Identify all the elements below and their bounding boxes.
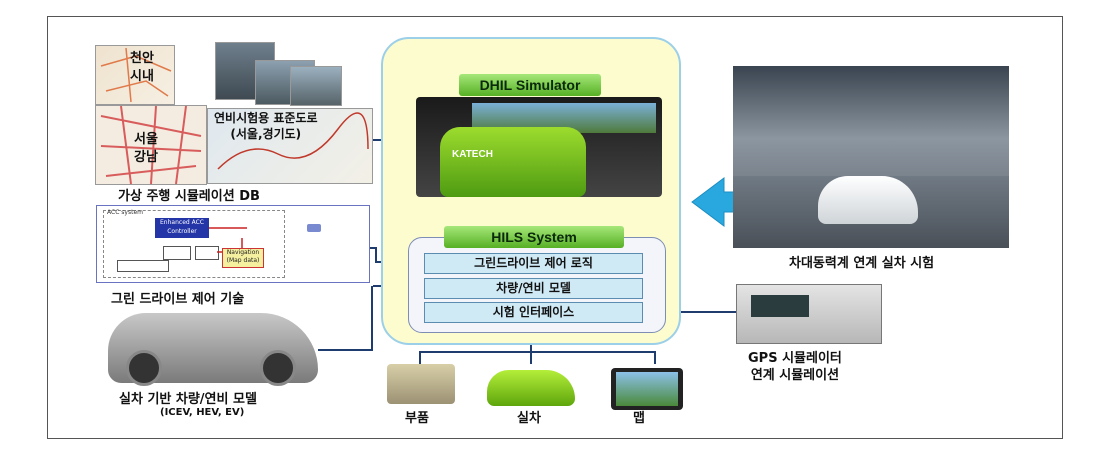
hils-title: HILS System [444, 226, 624, 248]
caption-vehicle-model: 실차 기반 차량/연비 모델 [119, 392, 257, 407]
label-gangnam: 서울 강남 [134, 132, 158, 165]
navigation-device-image [611, 368, 683, 410]
hils-row-vehicle-model: 차량/연비 모델 [424, 278, 643, 299]
wheel-front [126, 350, 162, 386]
katech-logo: KATECH [452, 149, 493, 160]
acc-system-label: ACC system [107, 209, 143, 216]
caption-chassis-dyno: 차대동력계 연계 실차 시험 [789, 256, 935, 271]
label-real-car: 실차 [517, 411, 541, 426]
hils-row-test-interface: 시험 인터페이스 [424, 302, 643, 323]
map-standard-road [207, 108, 373, 184]
hils-row-control-logic: 그린드라이브 제어 로직 [424, 253, 643, 274]
navigation-block: Navigation (Map data) [222, 248, 264, 268]
label-cheonan: 천안 시내 [130, 51, 154, 84]
enhanced-acc-block: Enhanced ACC Controller [155, 218, 209, 238]
caption-virtual-db: 가상 주행 시뮬레이션 DB [118, 189, 260, 204]
control-diagram: ACC system Enhanced ACC Controller Navig… [96, 205, 370, 283]
map-gangnam [95, 105, 207, 185]
test-car [818, 176, 918, 224]
caption-gps-simulator: GPS 시뮬레이터 연계 시뮬레이션 [748, 351, 842, 383]
label-map: 맵 [633, 411, 645, 426]
gps-satellite-icon [307, 224, 321, 232]
chassis-dyno-image [733, 66, 1009, 248]
dhil-simulator-image: KATECH [416, 97, 662, 197]
dhil-title: DHIL Simulator [459, 74, 601, 96]
label-parts: 부품 [405, 411, 429, 426]
label-standard-road: 연비시험용 표준도로 (서울,경기도) [214, 111, 318, 141]
map-cheonan [95, 45, 175, 105]
road-screenshot-3 [290, 66, 342, 106]
ecu-part-image [387, 364, 455, 404]
wheel-rear [260, 350, 296, 386]
subcaption-vehicle-types: (ICEV, HEV, EV) [160, 407, 245, 418]
caption-green-drive: 그린 드라이브 제어 기술 [111, 292, 245, 307]
gps-simulator-image [736, 284, 882, 344]
green-car-image [487, 370, 575, 406]
simulator-seat [440, 127, 586, 197]
